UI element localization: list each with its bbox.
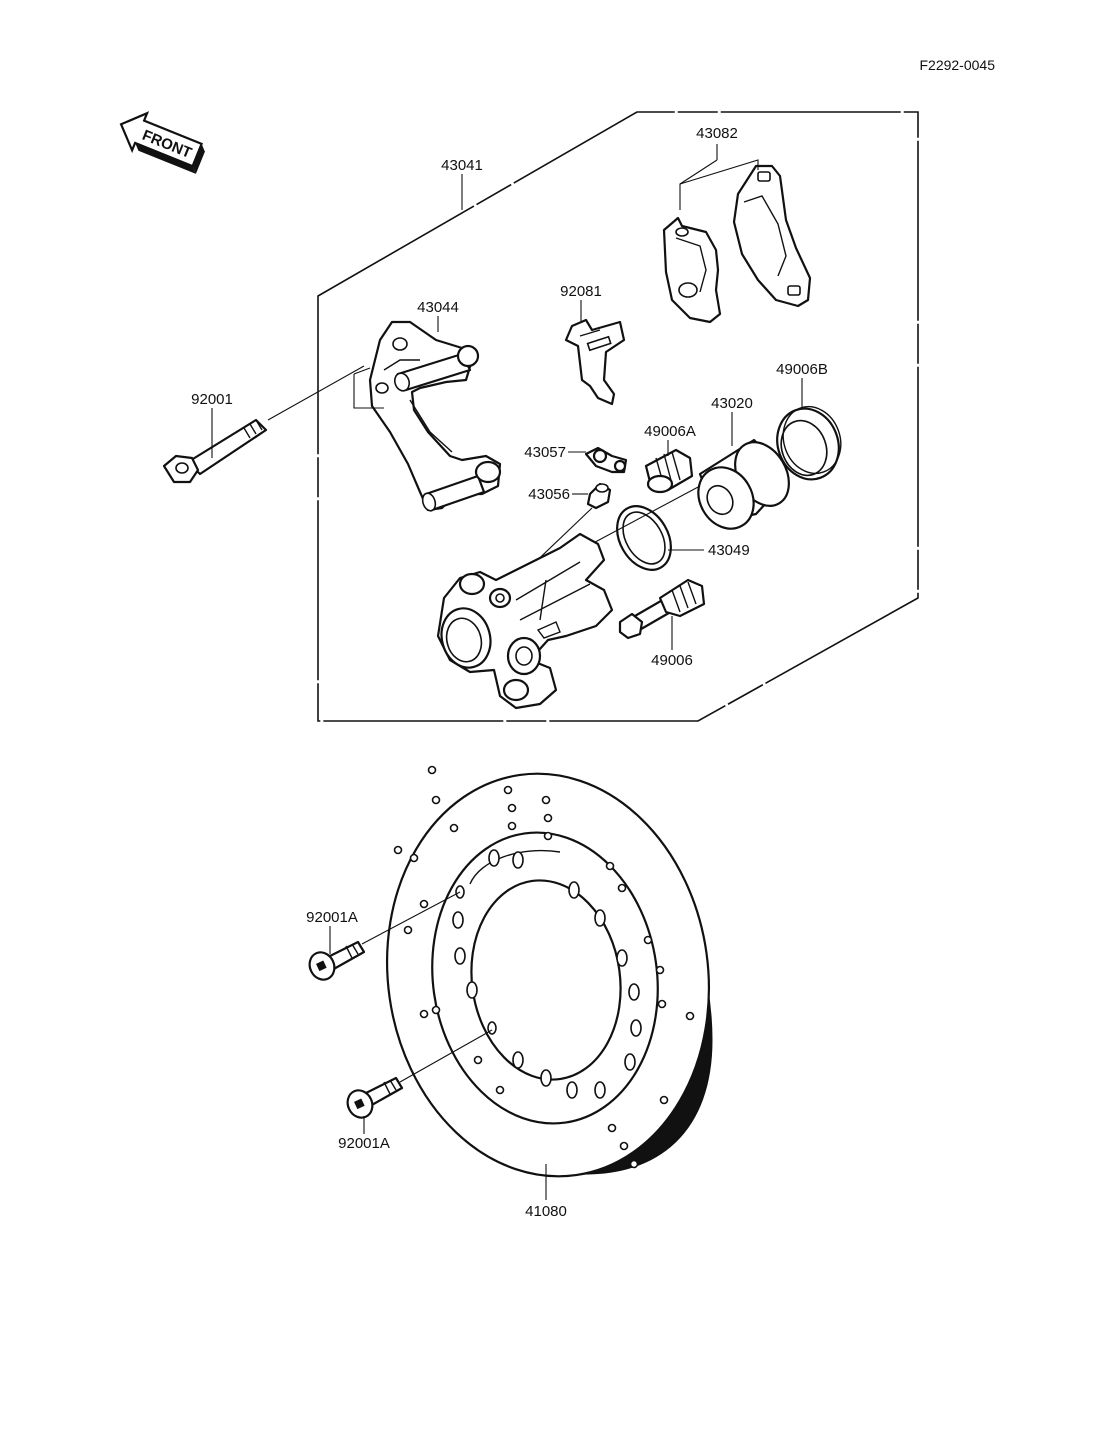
brake-disc [385,765,713,1178]
bleeder-valve [586,482,612,510]
disc-bolt-lower [346,1076,404,1119]
caliper-bolt [162,418,268,484]
part-label-92001a-upper: 92001A [306,909,358,926]
brake-pad-left [662,216,722,324]
part-label-43049: 43049 [708,542,750,559]
part-label-49006a: 49006A [644,423,696,440]
disc-holes [393,765,695,1169]
part-label-43041: 43041 [441,157,483,174]
part-label-92001: 92001 [191,391,233,408]
dust-seal [776,405,842,481]
part-label-49006b: 49006B [776,361,828,378]
part-label-49006: 49006 [651,652,693,669]
part-label-92081: 92081 [560,283,602,300]
front-arrow-icon: FRONT [119,111,205,174]
slide-pin-boot [618,578,706,640]
part-label-43056: 43056 [528,486,570,503]
brake-pad-right [732,164,812,308]
part-label-43044: 43044 [417,299,459,316]
slide-pin-boot-a [644,448,694,494]
part-label-92001a-lower: 92001A [338,1135,390,1152]
part-label-43057: 43057 [524,444,566,461]
diagram-code: F2292-0045 [919,57,995,73]
part-label-41080: 41080 [525,1203,567,1220]
bleeder-cap [584,446,628,474]
caliper-assembly-box [317,111,919,722]
part-label-43020: 43020 [711,395,753,412]
piston-seal [616,505,672,571]
caliper-bracket [368,320,502,512]
disc-bolt-upper [308,940,366,981]
caliper-body [436,532,614,710]
part-label-43082: 43082 [696,125,738,142]
piston [697,438,790,530]
pad-spring [564,318,626,406]
